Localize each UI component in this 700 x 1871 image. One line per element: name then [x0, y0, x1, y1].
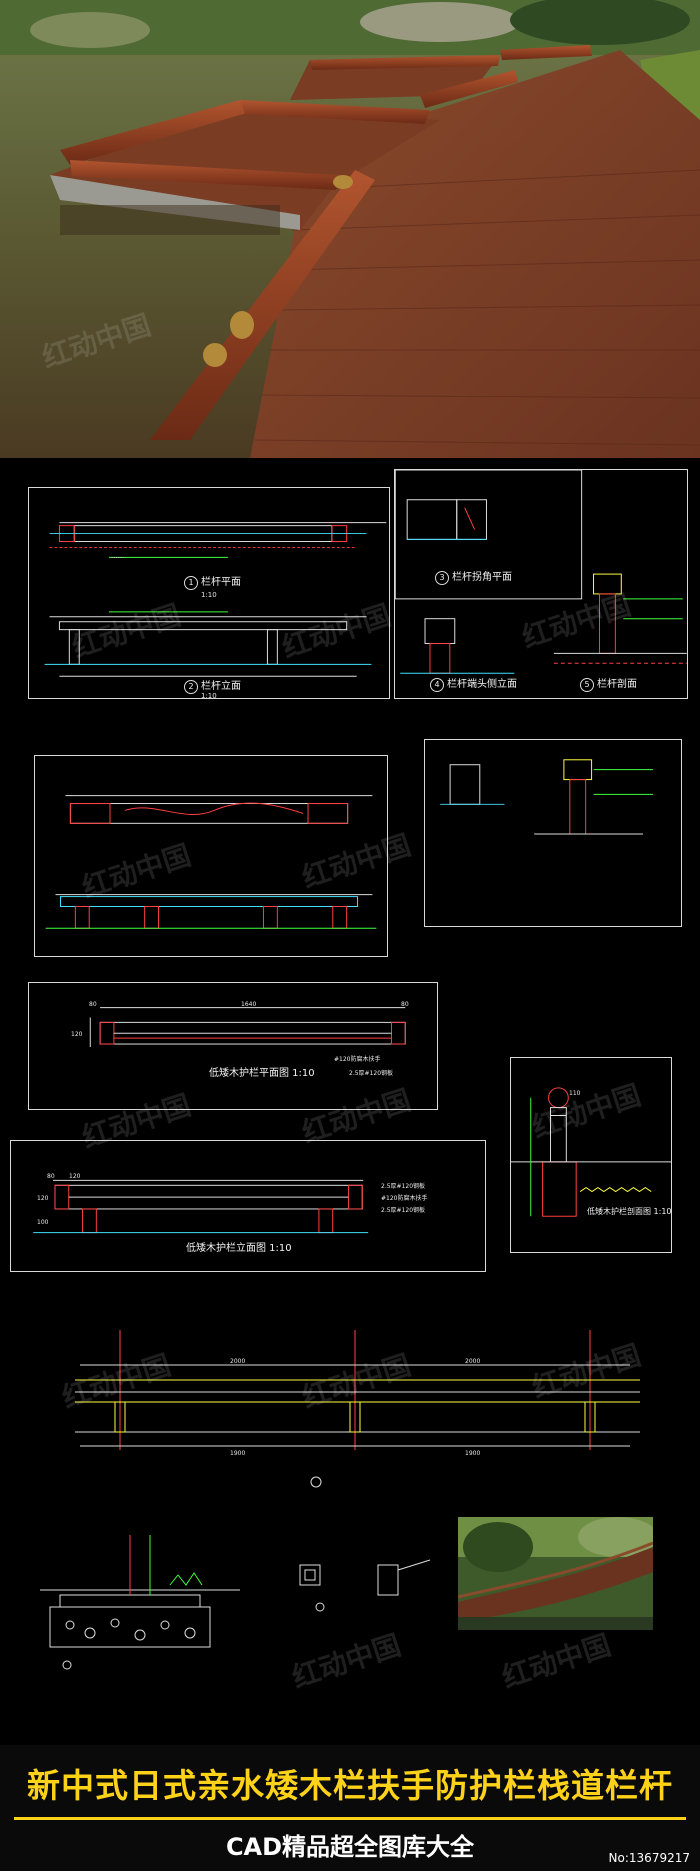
- title-banner: 新中式日式亲水矮木栏扶手防护栏栈道栏杆 CAD精品超全图库大全 No:13679…: [0, 1745, 700, 1871]
- cad-panel-wood-texture-detail: [34, 755, 388, 957]
- title-text: 栏杆平面: [201, 577, 241, 588]
- low-railing-plan-drawing: [89, 1007, 406, 1047]
- dim-left-span: 2000: [230, 1358, 246, 1365]
- cad-panel-low-railing-section: 110 低矮木护栏剖面图 1:10: [510, 1057, 672, 1253]
- image-number: No:13679217: [608, 1851, 690, 1865]
- dim-left: 80: [89, 1001, 97, 1008]
- callout-3: 3: [435, 571, 449, 585]
- low-railing-section-drawing: [511, 1087, 671, 1217]
- title-low-railing-plan: 低矮木护栏平面图 1:10: [209, 1068, 315, 1079]
- curved-boardwalk-photo: [458, 1517, 653, 1630]
- post-sections-drawing: [440, 759, 653, 835]
- title-text: 栏杆立面: [201, 681, 241, 692]
- dim-side: 120: [71, 1031, 83, 1038]
- note-handrail: #120防腐木扶手: [334, 1056, 381, 1063]
- cad-panel-low-railing-plan: 80 1640 80 120 #120防腐木扶手 2.5厚#120钢板 低矮木护…: [28, 982, 438, 1110]
- dim-c: 100: [37, 1219, 49, 1226]
- watermark: 红动中国: [498, 1628, 615, 1695]
- cad-railing-long-elevation: 2000 2000 1900 1900: [40, 1320, 680, 1500]
- title-text: 栏杆端头侧立面: [447, 679, 517, 690]
- title-low-railing-section: 低矮木护栏剖面图 1:10: [587, 1207, 672, 1216]
- callout-5: 5: [580, 678, 594, 692]
- note-steel-bottom: 2.5厚#120钢板: [381, 1207, 426, 1214]
- wood-texture-detail-drawing: [45, 795, 377, 929]
- title-text: 栏杆拐角平面: [452, 572, 512, 583]
- ground-section-drawing: [40, 1535, 431, 1670]
- banner-subtitle: CAD精品超全图库大全: [225, 1833, 475, 1861]
- dim-right-span: 2000: [465, 1358, 481, 1365]
- low-railing-elevation-drawing: [33, 1179, 369, 1234]
- scale-railing-plan: 1:10: [201, 591, 217, 599]
- long-elevation-drawing: [75, 1330, 640, 1488]
- title-text: 栏杆剖面: [597, 679, 637, 690]
- banner-title: 新中式日式亲水矮木栏扶手防护栏栈道栏杆: [27, 1766, 673, 1805]
- scale-railing-elevation: 1:10: [201, 692, 217, 700]
- dim-total: 1640: [241, 1001, 257, 1008]
- callout-1: 1: [184, 576, 198, 590]
- railing-plan-elevation-drawing: [44, 522, 387, 677]
- title-low-railing-elevation: 低矮木护栏立面图 1:10: [186, 1243, 292, 1254]
- plan-note: ......: [111, 552, 125, 560]
- boardwalk-illustration: [0, 0, 700, 458]
- dim-right: 80: [401, 1001, 409, 1008]
- cad-panel-low-railing-elevation: 80 120 100 120 2.5厚#120钢板 #120防腐木扶手 2.5厚…: [10, 1140, 486, 1272]
- dim-a: 80: [47, 1173, 55, 1180]
- cad-panel-post-sections: [424, 739, 682, 927]
- note-handrail: #120防腐木扶手: [381, 1195, 428, 1202]
- dim-b: 120: [69, 1173, 81, 1180]
- dim-left-inner: 1900: [230, 1450, 246, 1457]
- dim-width: 110: [569, 1090, 581, 1097]
- railing-details-drawing: [395, 470, 687, 674]
- banner-divider: [14, 1817, 686, 1820]
- dim-d: 120: [37, 1195, 49, 1202]
- callout-2: 2: [184, 680, 198, 694]
- curved-boardwalk-illustration: [458, 1517, 653, 1630]
- note-steel: 2.5厚#120钢板: [349, 1070, 394, 1077]
- note-steel-top: 2.5厚#120钢板: [381, 1183, 426, 1190]
- boardwalk-photo: [0, 0, 700, 458]
- callout-4: 4: [430, 678, 444, 692]
- cad-ground-section-details: [20, 1525, 460, 1685]
- dim-right-inner: 1900: [465, 1450, 481, 1457]
